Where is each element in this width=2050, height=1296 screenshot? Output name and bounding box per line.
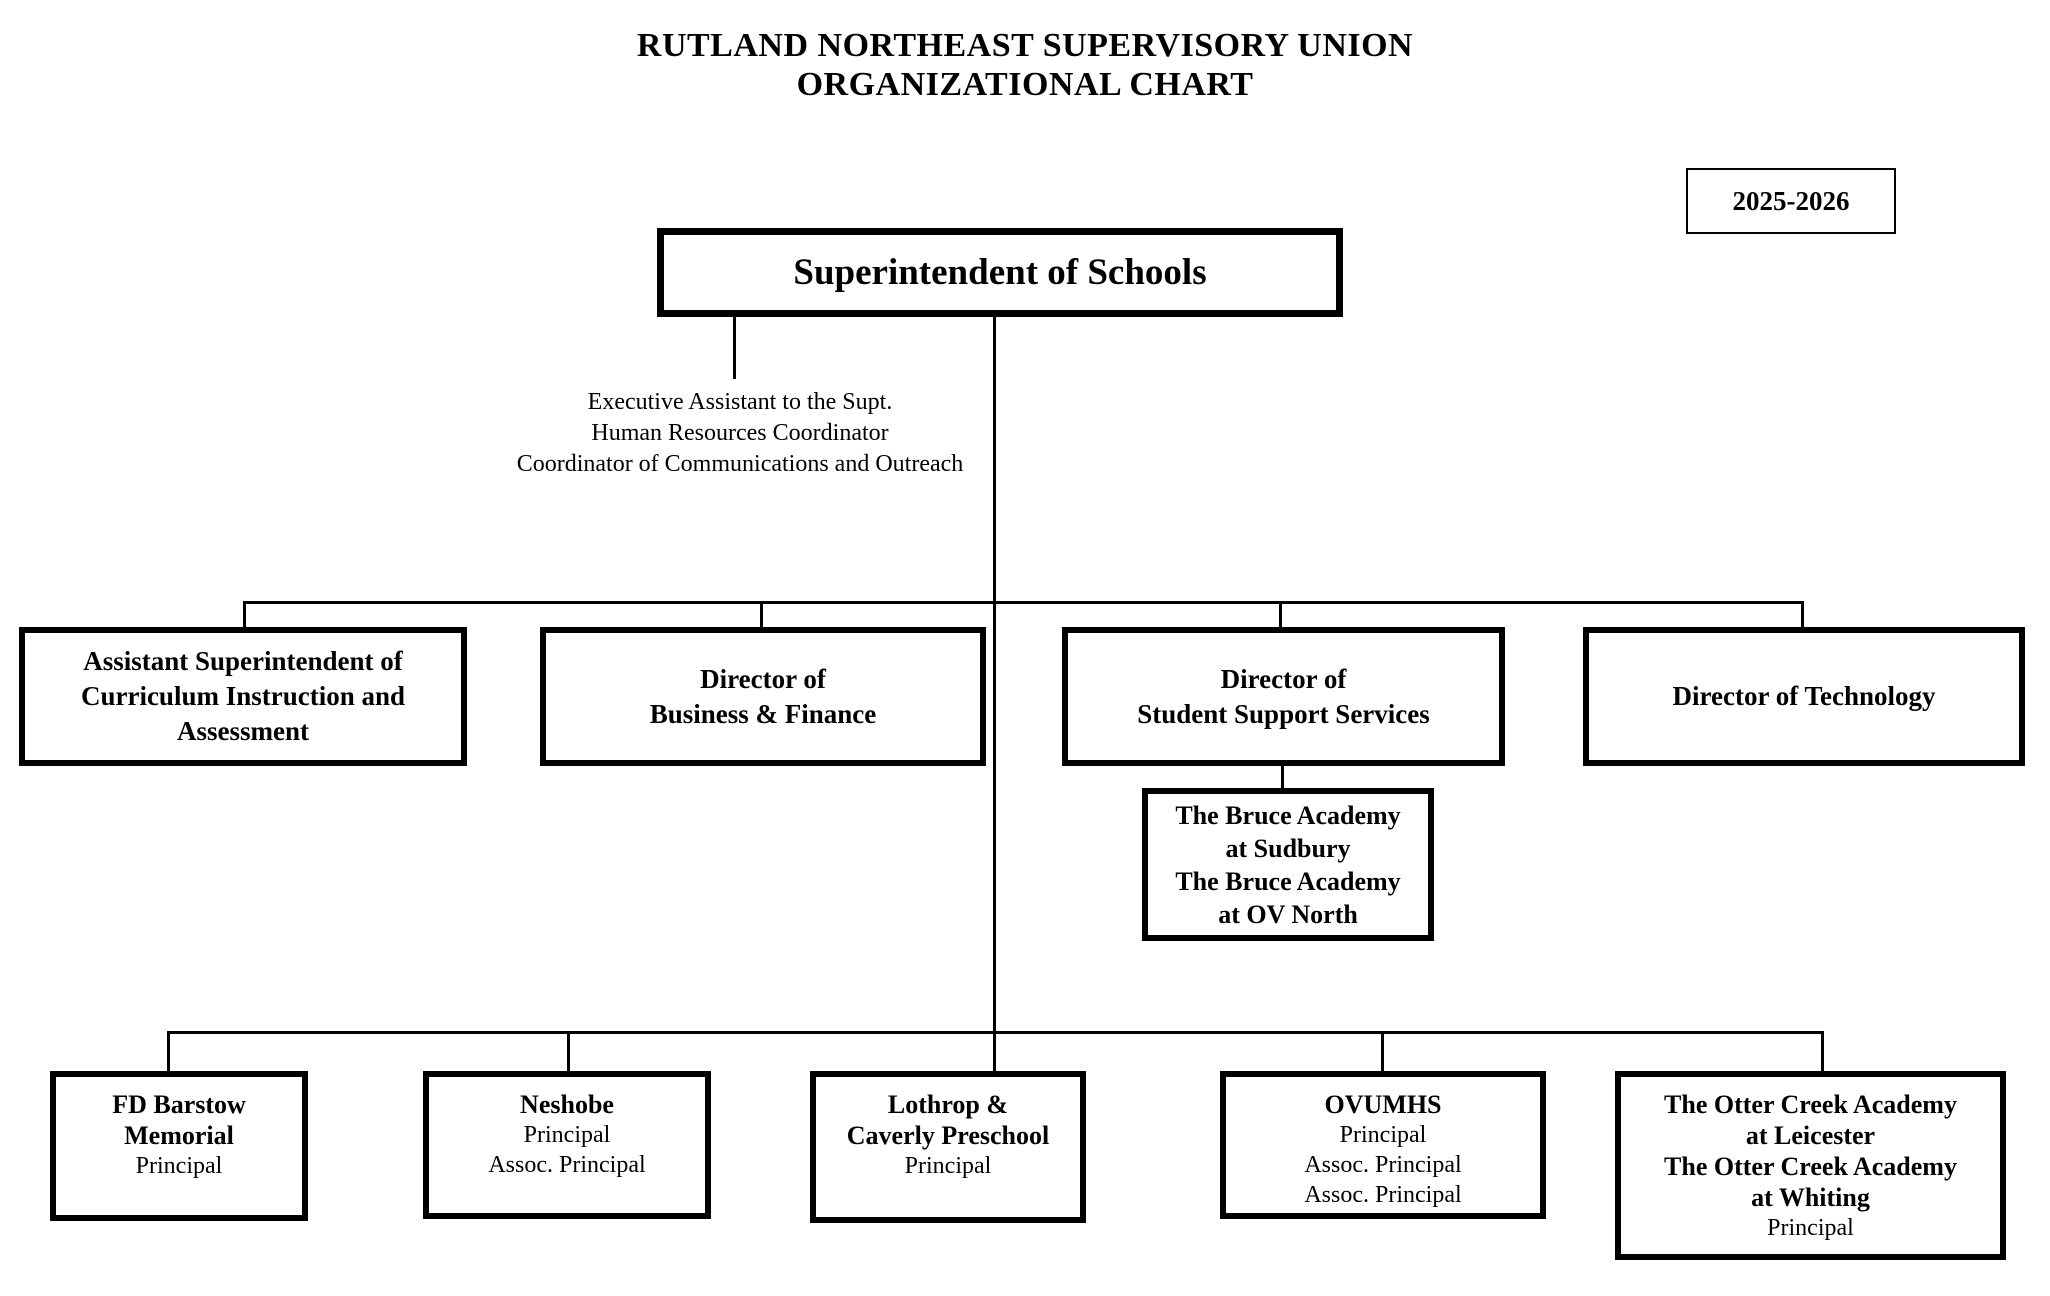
connector-drop-technology bbox=[1801, 601, 1804, 629]
asst-superintendent-box: Assistant Superintendent of Curriculum I… bbox=[19, 627, 467, 766]
connector-drop-business-finance bbox=[760, 601, 763, 629]
connector-directors-rail bbox=[243, 601, 1804, 604]
school-ovumhs-name: OVUMHS bbox=[1324, 1090, 1442, 1119]
school-lothrop-roles: Principal bbox=[904, 1153, 992, 1179]
page-title-line1: RUTLAND NORTHEAST SUPERVISORY UNION bbox=[636, 27, 1414, 64]
connector-drop-barstow bbox=[167, 1031, 170, 1073]
page-title-line2: ORGANIZATIONAL CHART bbox=[796, 66, 1254, 103]
director-student-support-label: Director of Student Support Services bbox=[1137, 663, 1430, 729]
school-neshobe-name: Neshobe bbox=[520, 1090, 614, 1119]
connector-drop-student-support bbox=[1279, 601, 1282, 629]
school-barstow-box: FD Barstow Memorial Principal bbox=[50, 1071, 308, 1221]
superintendent-staff-list: Executive Assistant to the Supt. Human R… bbox=[516, 389, 964, 477]
school-year-label: 2025-2026 bbox=[1732, 185, 1850, 216]
bruce-academy-box: The Bruce Academy at Sudbury The Bruce A… bbox=[1142, 788, 1434, 941]
connector-drop-lothrop bbox=[993, 1031, 996, 1073]
school-otter-creek-roles: Principal bbox=[1767, 1215, 1854, 1241]
superintendent-box: Superintendent of Schools bbox=[657, 228, 1343, 317]
director-student-support-box: Director of Student Support Services bbox=[1062, 627, 1505, 766]
connector-drop-ovumhs bbox=[1381, 1031, 1384, 1073]
school-lothrop-name: Lothrop & Caverly Preschool bbox=[846, 1090, 1050, 1150]
connector-trunk-line bbox=[993, 317, 996, 1072]
director-business-finance-box: Director of Business & Finance bbox=[540, 627, 986, 766]
page-title: RUTLAND NORTHEAST SUPERVISORY UNION ORGA… bbox=[0, 26, 2050, 104]
school-ovumhs-roles: Principal Assoc. Principal Assoc. Princi… bbox=[1304, 1122, 1462, 1208]
connector-student-support-to-bruce bbox=[1281, 766, 1284, 789]
school-barstow-name: FD Barstow Memorial bbox=[112, 1090, 246, 1150]
school-lothrop-box: Lothrop & Caverly Preschool Principal bbox=[810, 1071, 1086, 1223]
asst-superintendent-label: Assistant Superintendent of Curriculum I… bbox=[80, 646, 406, 746]
school-otter-creek-name: The Otter Creek Academy at Leicester The… bbox=[1664, 1090, 1957, 1212]
superintendent-label: Superintendent of Schools bbox=[793, 252, 1207, 293]
connector-drop-otter-creek bbox=[1821, 1031, 1824, 1073]
director-technology-box: Director of Technology bbox=[1583, 627, 2025, 766]
school-neshobe-roles: Principal Assoc. Principal bbox=[488, 1122, 646, 1178]
school-otter-creek-box: The Otter Creek Academy at Leicester The… bbox=[1615, 1071, 2006, 1260]
school-neshobe-box: Neshobe Principal Assoc. Principal bbox=[423, 1071, 711, 1219]
connector-drop-asst-superintendent bbox=[243, 601, 246, 629]
connector-superintendent-to-staff bbox=[733, 317, 736, 379]
connector-drop-neshobe bbox=[567, 1031, 570, 1073]
director-business-finance-label: Director of Business & Finance bbox=[649, 663, 877, 729]
school-year-box: 2025-2026 bbox=[1686, 168, 1896, 234]
school-barstow-roles: Principal bbox=[135, 1153, 223, 1179]
bruce-academy-label: The Bruce Academy at Sudbury The Bruce A… bbox=[1175, 800, 1401, 929]
school-ovumhs-box: OVUMHS Principal Assoc. Principal Assoc.… bbox=[1220, 1071, 1546, 1219]
director-technology-label: Director of Technology bbox=[1672, 681, 1936, 711]
